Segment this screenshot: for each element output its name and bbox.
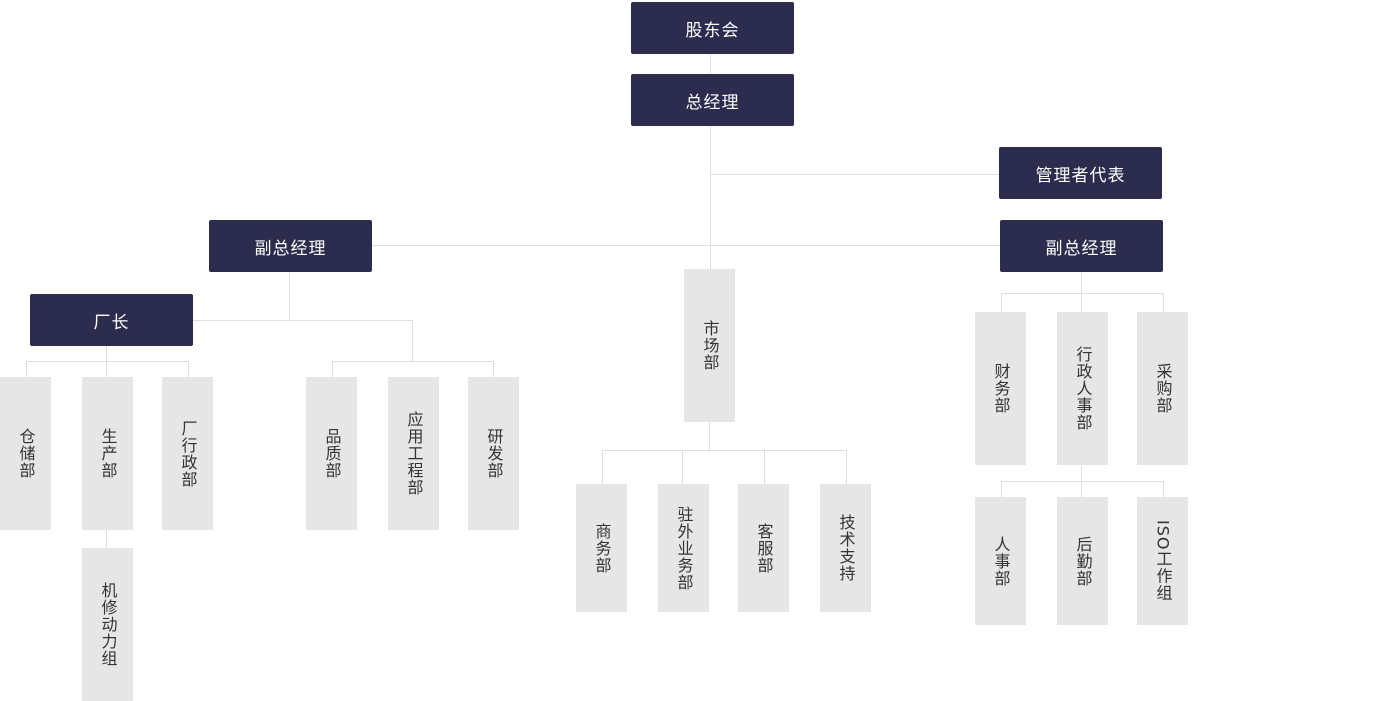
connector-line — [26, 361, 27, 377]
node-label: 生产部 — [98, 428, 118, 479]
node-label: 仓储部 — [16, 428, 36, 479]
connector-line — [710, 174, 999, 175]
connector-line — [193, 320, 413, 321]
connector-line — [493, 361, 494, 377]
connector-line — [710, 54, 711, 74]
node-rnd: 研发部 — [468, 377, 519, 530]
node-field-business: 驻外业务部 — [658, 484, 709, 612]
node-hr: 人事部 — [975, 497, 1026, 625]
connector-line — [602, 450, 603, 484]
node-maintenance: 机修动力组 — [82, 548, 133, 701]
connector-line — [602, 450, 847, 451]
node-marketing: 市场部 — [684, 269, 735, 422]
node-label: 研发部 — [484, 428, 504, 479]
node-label: 机修动力组 — [98, 582, 118, 667]
node-label: 客服部 — [754, 522, 774, 574]
node-warehouse: 仓储部 — [0, 377, 51, 530]
node-label: 应用工程部 — [404, 411, 424, 496]
connector-line — [106, 530, 107, 548]
node-label: 驻外业务部 — [674, 505, 694, 591]
node-general-manager: 总经理 — [631, 74, 794, 126]
connector-line — [764, 450, 765, 484]
node-deputy-gm-right: 副总经理 — [1000, 220, 1163, 272]
connector-line — [1163, 293, 1164, 312]
connector-line — [1001, 481, 1002, 497]
node-finance: 财务部 — [975, 312, 1026, 465]
node-business: 商务部 — [576, 484, 627, 612]
connector-line — [332, 361, 333, 377]
node-admin-hr: 行政人事部 — [1057, 312, 1108, 465]
connector-line — [1001, 481, 1164, 482]
node-label: 后勤部 — [1073, 535, 1093, 587]
node-label: 财务部 — [991, 363, 1011, 414]
node-shareholders: 股东会 — [631, 2, 794, 54]
node-procurement: 采购部 — [1137, 312, 1188, 465]
connector-line — [332, 361, 494, 362]
connector-line — [682, 450, 683, 484]
node-iso-group: ISO工作组 — [1137, 497, 1188, 625]
node-label: 品质部 — [322, 428, 342, 479]
connector-line — [710, 126, 711, 269]
connector-line — [26, 361, 189, 362]
connector-line — [1163, 481, 1164, 497]
connector-line — [1001, 293, 1002, 312]
node-logistics: 后勤部 — [1057, 497, 1108, 625]
node-label: 市场部 — [700, 320, 720, 371]
connector-line — [289, 272, 290, 320]
connector-line — [1001, 293, 1164, 294]
connector-line — [1081, 272, 1082, 312]
node-label: 技术支持 — [836, 514, 856, 582]
node-production: 生产部 — [82, 377, 133, 530]
node-label: 行政人事部 — [1073, 346, 1093, 431]
connector-line — [412, 320, 413, 361]
node-deputy-gm-left: 副总经理 — [209, 220, 372, 272]
connector-line — [846, 450, 847, 484]
node-label: 采购部 — [1153, 363, 1173, 414]
node-quality: 品质部 — [306, 377, 357, 530]
node-label: 人事部 — [991, 535, 1011, 587]
node-factory-director: 厂长 — [30, 294, 193, 346]
node-factory-admin: 厂行政部 — [162, 377, 213, 530]
node-label: 商务部 — [592, 522, 612, 574]
node-tech-support: 技术支持 — [820, 484, 871, 612]
node-label: 厂行政部 — [178, 419, 198, 488]
node-label: ISO工作组 — [1153, 520, 1173, 602]
node-customer-service: 客服部 — [738, 484, 789, 612]
connector-line — [188, 361, 189, 377]
connector-line — [372, 245, 1000, 246]
node-app-engineering: 应用工程部 — [388, 377, 439, 530]
connector-line — [709, 422, 710, 450]
node-management-representative: 管理者代表 — [999, 147, 1162, 199]
